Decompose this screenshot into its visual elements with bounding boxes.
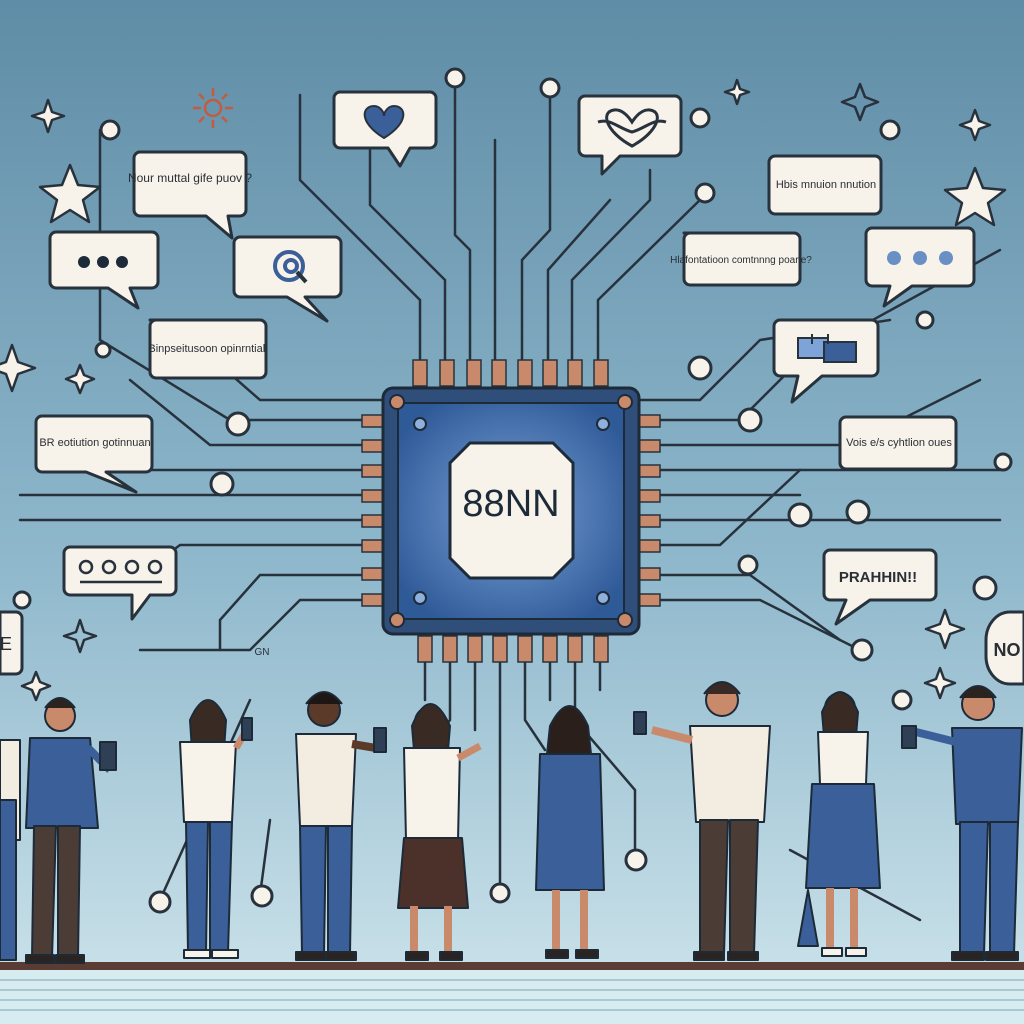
chip-label-plate <box>448 441 575 580</box>
bubble-low-left-text: BR eotiution gotinnuan <box>39 437 150 449</box>
bubble-mid-left <box>148 318 268 380</box>
bubble-low-left <box>34 414 154 494</box>
bubble-mid-right-upper <box>682 231 802 287</box>
person-6 <box>633 681 771 961</box>
small-note-text: GN <box>255 647 270 658</box>
sparkle-icon <box>20 670 52 702</box>
person-2 <box>179 699 253 959</box>
sparkle-icon <box>723 78 751 106</box>
person-far-left <box>0 739 21 961</box>
sparkle-icon <box>0 343 37 393</box>
bubble-far-right-text: NO <box>994 640 1021 660</box>
star-icon <box>943 166 1007 227</box>
ground-line <box>0 962 1024 970</box>
sparkle-icon <box>30 98 66 134</box>
dots-outline-icon <box>78 559 163 584</box>
bubble-mid-left-text: Binpseitusoon opinrntiall <box>148 343 267 355</box>
sparkle-icon <box>924 608 966 650</box>
person-7 <box>797 691 881 957</box>
bubble-mid-right-upper-text: Hlafontatioon comtnnng poarle? <box>670 255 812 266</box>
bubble-exclaim-text: PRAHHIN!! <box>839 569 917 586</box>
star-icon <box>38 163 102 224</box>
sparkle-icon <box>64 363 96 395</box>
chip-pins <box>361 359 661 663</box>
person-3 <box>295 691 387 961</box>
person-8 <box>901 685 1023 961</box>
bubble-mid-right-lower <box>838 415 958 471</box>
bubble-top-right <box>767 154 883 216</box>
people <box>0 681 1023 964</box>
bubble-mid-right-lower-text: Vois e/s cyhtlion oues <box>846 437 952 449</box>
ellipsis-icon <box>78 256 128 268</box>
trace-nodes <box>12 67 1013 914</box>
chat-bubbles-icon <box>797 334 857 363</box>
sparkle-icon <box>958 108 992 142</box>
stars <box>0 78 1007 702</box>
far-right-bubble <box>984 610 1024 686</box>
sparkle-icon <box>62 618 98 654</box>
heart-icon <box>363 104 405 140</box>
sun-icon <box>193 88 233 128</box>
chip-label: 88NN <box>462 483 559 525</box>
bubble-top-right-text: Hbis mnuion nnution <box>776 179 876 191</box>
person-1 <box>25 697 117 964</box>
bubble-top-left-text: Nour muttal gife puov ? <box>128 171 252 185</box>
person-5 <box>535 705 605 959</box>
hug-heart-icon <box>597 108 667 148</box>
exclaim-bubble <box>822 548 938 626</box>
ellipsis-bubble-left <box>48 230 160 310</box>
sparkle-icon <box>923 666 957 700</box>
floor <box>0 970 1024 1024</box>
ellipsis-icon-right <box>887 251 953 265</box>
bubble-texts: Nour muttal gife puov ? Binpseitusoon op… <box>0 171 1021 660</box>
sparkle-icon <box>840 82 880 122</box>
processor-chip: 88NN <box>361 359 661 663</box>
bubble-far-left-text: E <box>0 634 12 654</box>
at-sign-icon <box>273 250 308 284</box>
ellipsis-bubble-right <box>864 226 976 308</box>
person-4 <box>397 703 482 961</box>
far-left-bubble <box>0 610 24 676</box>
floor-stripes <box>0 979 1024 1011</box>
bubble-top-left <box>132 150 248 240</box>
